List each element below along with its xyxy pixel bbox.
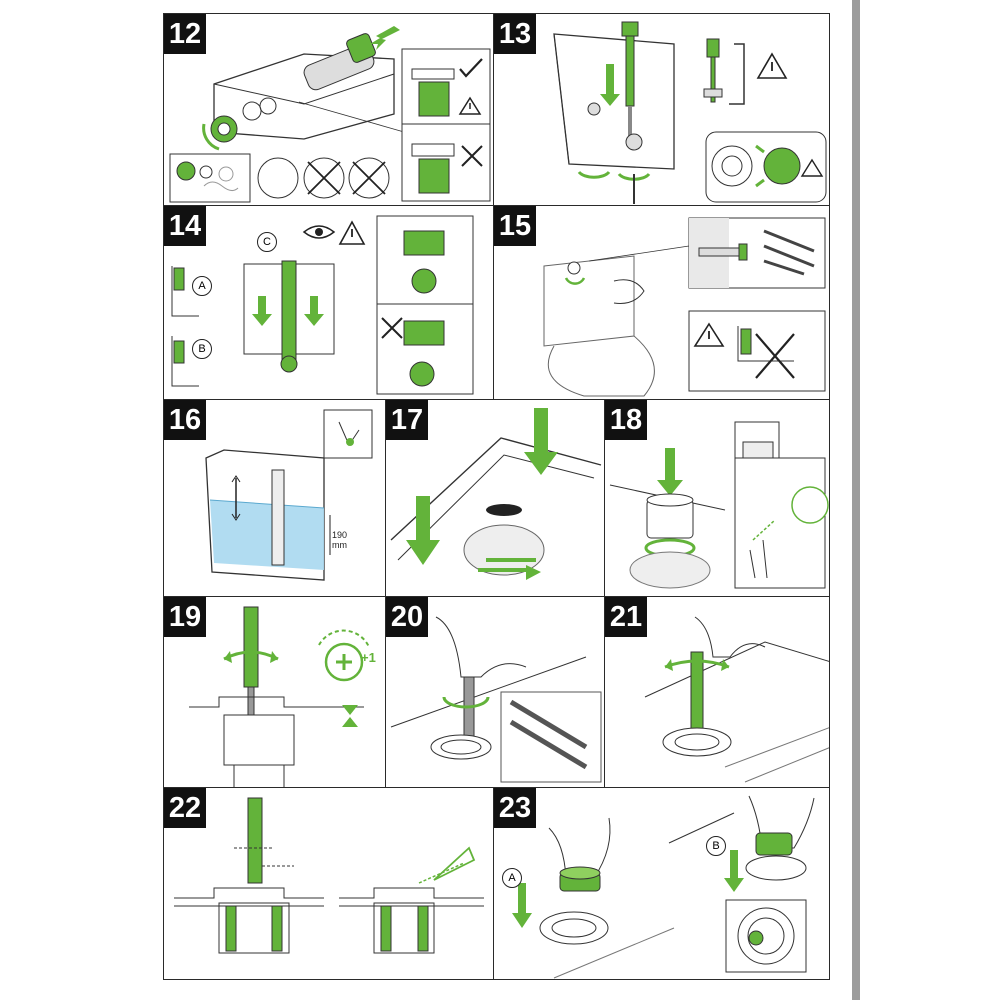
arrow-down-icon xyxy=(600,64,620,106)
step-14-illustration xyxy=(171,215,474,395)
cross-icon xyxy=(461,145,483,167)
step-number: 21 xyxy=(605,597,647,637)
step-21-panel: 21 xyxy=(604,596,830,788)
step-number: 15 xyxy=(494,206,536,246)
step-17-illustration xyxy=(390,408,602,596)
step-number: 19 xyxy=(164,597,206,637)
step-18-illustration xyxy=(609,421,829,589)
step-14-panel: 14 C A B xyxy=(163,205,495,400)
step-20-illustration xyxy=(390,616,602,783)
eye-icon xyxy=(302,225,336,239)
step-16-illustration xyxy=(205,409,373,581)
step-12-panel: 12 xyxy=(163,13,495,206)
step-22-panel: 22 xyxy=(163,787,495,980)
step-23-illustration xyxy=(512,795,815,979)
step-16-panel: 16 190 mm xyxy=(163,399,386,597)
warning-icon xyxy=(756,52,788,79)
label-a: A xyxy=(192,276,212,296)
step-number: 20 xyxy=(386,597,428,637)
step-15-illustration xyxy=(543,217,826,397)
step-number: 14 xyxy=(164,206,206,246)
step-17-panel: 17 xyxy=(385,399,605,597)
step-number: 23 xyxy=(494,788,536,828)
label-b: B xyxy=(706,836,726,856)
warning-icon xyxy=(693,322,725,347)
step-18-panel: 18 xyxy=(604,399,830,597)
cross-icon xyxy=(381,317,403,339)
cross-icon xyxy=(755,333,795,379)
step-12-illustration xyxy=(169,26,491,203)
step-23-panel: 23 A B xyxy=(493,787,830,980)
step-number: 18 xyxy=(605,400,647,440)
check-icon xyxy=(459,58,483,78)
arrow-down-icon xyxy=(252,296,324,326)
step-number: 17 xyxy=(386,400,428,440)
step-19-panel: 19 +1 xyxy=(163,596,386,788)
water-level-measurement: 190 mm xyxy=(332,530,348,550)
warning-icon xyxy=(338,220,366,245)
step-number: 22 xyxy=(164,788,206,828)
no-tool-icon xyxy=(303,157,390,199)
step-13-illustration xyxy=(553,21,827,204)
step-22-illustration xyxy=(174,788,484,979)
arrow-down-icon xyxy=(406,408,558,565)
step-19-illustration xyxy=(189,606,370,787)
arrow-down-icon xyxy=(657,448,683,496)
plus-icon xyxy=(324,642,364,682)
label-a: A xyxy=(502,868,522,888)
warning-icon xyxy=(458,96,482,115)
step-13-panel: 13 xyxy=(493,13,830,206)
step-number: 13 xyxy=(494,14,536,54)
page-edge-bar xyxy=(852,0,860,1000)
arrow-left-icon xyxy=(370,26,400,50)
step-20-panel: 20 xyxy=(385,596,605,788)
step-number: 12 xyxy=(164,14,206,54)
rotation-increment: +1 xyxy=(361,650,376,665)
warning-icon xyxy=(800,158,824,177)
step-number: 16 xyxy=(164,400,206,440)
label-b: B xyxy=(192,339,212,359)
step-21-illustration xyxy=(644,616,829,783)
step-15-panel: 15 xyxy=(493,205,830,400)
label-c: C xyxy=(257,232,277,252)
arrow-down-icon xyxy=(512,850,744,928)
